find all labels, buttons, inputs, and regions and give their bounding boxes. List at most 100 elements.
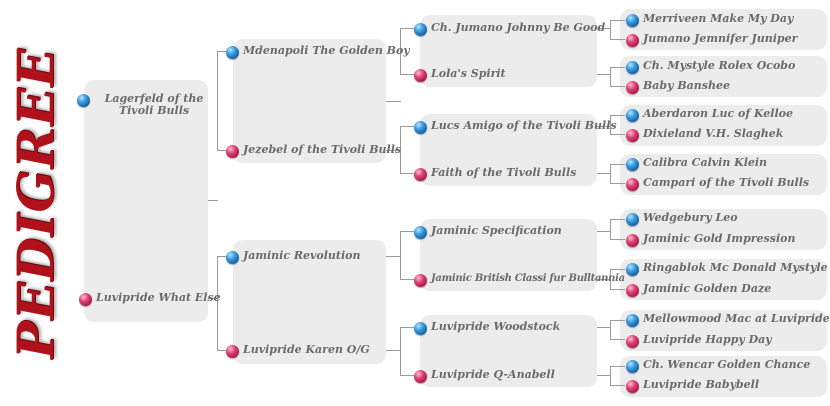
female-ball-icon — [414, 168, 427, 181]
ancestor-name: Ringablok Mc Donald Mystyle — [643, 261, 828, 274]
connector-line — [400, 279, 414, 280]
grandsire-node: Mdenapoli The Golden Boy — [226, 45, 410, 59]
gen4-male-node: Aberdaron Luc of Kelloe — [626, 108, 793, 122]
connector-line — [217, 51, 227, 52]
granddam-node: Luvipride Karen O/G — [226, 344, 370, 358]
connector-line — [400, 126, 414, 127]
gen2-group-box — [233, 39, 386, 163]
connector-line — [610, 339, 625, 340]
connector-line — [610, 366, 625, 367]
male-ball-icon — [626, 360, 639, 373]
female-ball-icon — [79, 293, 92, 306]
male-ball-icon — [414, 322, 427, 335]
gen3-group-box — [420, 219, 597, 291]
connector-line — [610, 115, 625, 116]
male-ball-icon — [626, 263, 639, 276]
male-ball-icon — [626, 61, 639, 74]
female-ball-icon — [626, 380, 639, 393]
female-ball-icon — [414, 69, 427, 82]
ancestor-name: Ch. Wencar Golden Chance — [643, 358, 811, 371]
sire-node: Lagerfeld of the Tivoli Bulls — [77, 93, 214, 117]
male-ball-icon — [226, 251, 239, 264]
ancestor-name: Dixieland V.H. Slaghek — [643, 127, 784, 140]
ancestor-name: Merriveen Make My Day — [643, 12, 794, 25]
connector-line — [208, 200, 218, 201]
grandparent-name: Luvipride Karen O/G — [243, 343, 370, 356]
male-ball-icon — [626, 158, 639, 171]
connector-line — [597, 173, 611, 174]
sire-name: Lagerfeld of the Tivoli Bulls — [104, 92, 204, 117]
connector-line — [610, 219, 611, 240]
gen4-group-box — [620, 56, 827, 97]
connector-line — [597, 375, 611, 376]
ancestor-name: Luvipride Happy Day — [643, 333, 772, 346]
gen4-group-box — [620, 356, 827, 397]
connector-line — [610, 86, 625, 87]
female-ball-icon — [626, 284, 639, 297]
ancestor-name: Jumano Jemnifer Juniper — [643, 32, 798, 45]
ancestor-name: Jaminic British Classi fur Bulltannia — [431, 273, 625, 284]
gen4-male-node: Wedgebury Leo — [626, 212, 738, 226]
granddam-node: Jezebel of the Tivoli Bulls — [226, 144, 401, 158]
gen4-male-node: Merriveen Make My Day — [626, 13, 793, 27]
connector-line — [386, 256, 401, 257]
male-ball-icon — [626, 213, 639, 226]
ancestor-name: Calibra Calvin Klein — [643, 156, 768, 169]
ancestor-name: Jaminic Specification — [431, 224, 562, 237]
connector-line — [597, 28, 611, 29]
connector-line — [400, 28, 401, 75]
dam-name: Luvipride What Else — [96, 291, 221, 304]
connector-line — [610, 134, 625, 135]
female-ball-icon — [626, 129, 639, 142]
connector-line — [400, 74, 414, 75]
dam-node: Luvipride What Else — [79, 292, 221, 306]
gen4-male-node: Ch. Wencar Golden Chance — [626, 359, 810, 373]
gen4-female-node: Jumano Jemnifer Juniper — [626, 33, 797, 47]
connector-line — [400, 231, 414, 232]
ancestor-name: Lola's Spirit — [431, 67, 506, 80]
connector-line — [217, 350, 227, 351]
connector-line — [597, 231, 611, 232]
female-ball-icon — [626, 234, 639, 247]
connector-line — [217, 256, 227, 257]
connector-line — [610, 67, 625, 68]
pedigree-title-wrap: PEDIGREE — [0, 0, 70, 406]
gen3-female-node: Jaminic British Classi fur Bulltannia — [414, 273, 625, 287]
connector-line — [610, 385, 625, 386]
connector-line — [610, 320, 625, 321]
grandparent-name: Mdenapoli The Golden Boy — [243, 44, 410, 57]
female-ball-icon — [626, 335, 639, 348]
gen3-female-node: Lola's Spirit — [414, 68, 506, 82]
connector-line — [597, 279, 611, 280]
gen4-female-node: Baby Banshee — [626, 80, 730, 94]
connector-line — [610, 289, 625, 290]
connector-line — [610, 20, 611, 40]
connector-line — [208, 298, 218, 299]
gen3-group-box — [420, 15, 597, 87]
connector-line — [400, 375, 414, 376]
gen4-male-node: Ch. Mystyle Rolex Ocobo — [626, 60, 795, 74]
gen3-female-node: Faith of the Tivoli Bulls — [414, 167, 576, 181]
gen4-female-node: Campari of the Tivoli Bulls — [626, 177, 809, 191]
female-ball-icon — [626, 34, 639, 47]
gen4-male-node: Mellowmood Mac at Luvipride — [626, 313, 830, 327]
gen3-female-node: Luvipride Q-Anabell — [414, 369, 555, 383]
connector-line — [217, 51, 218, 151]
male-ball-icon — [626, 14, 639, 27]
ancestor-name: Mellowmood Mac at Luvipride — [643, 312, 830, 325]
connector-line — [386, 350, 401, 351]
ancestor-name: Luvipride Q-Anabell — [431, 368, 555, 381]
gen3-male-node: Luvipride Woodstock — [414, 321, 560, 335]
male-ball-icon — [226, 46, 239, 59]
ancestor-name: Luvipride Woodstock — [431, 320, 561, 333]
ancestor-name: Lucs Amigo of the Tivoli Bulls — [431, 119, 617, 132]
gen4-group-box — [620, 209, 827, 250]
connector-line — [610, 164, 625, 165]
connector-line — [610, 164, 611, 184]
female-ball-icon — [414, 274, 427, 287]
ancestor-name: Luvipride Babybell — [643, 378, 760, 391]
grandparent-name: Jezebel of the Tivoli Bulls — [243, 143, 402, 156]
male-ball-icon — [77, 94, 90, 107]
male-ball-icon — [414, 121, 427, 134]
gen1-group-box — [84, 80, 208, 322]
